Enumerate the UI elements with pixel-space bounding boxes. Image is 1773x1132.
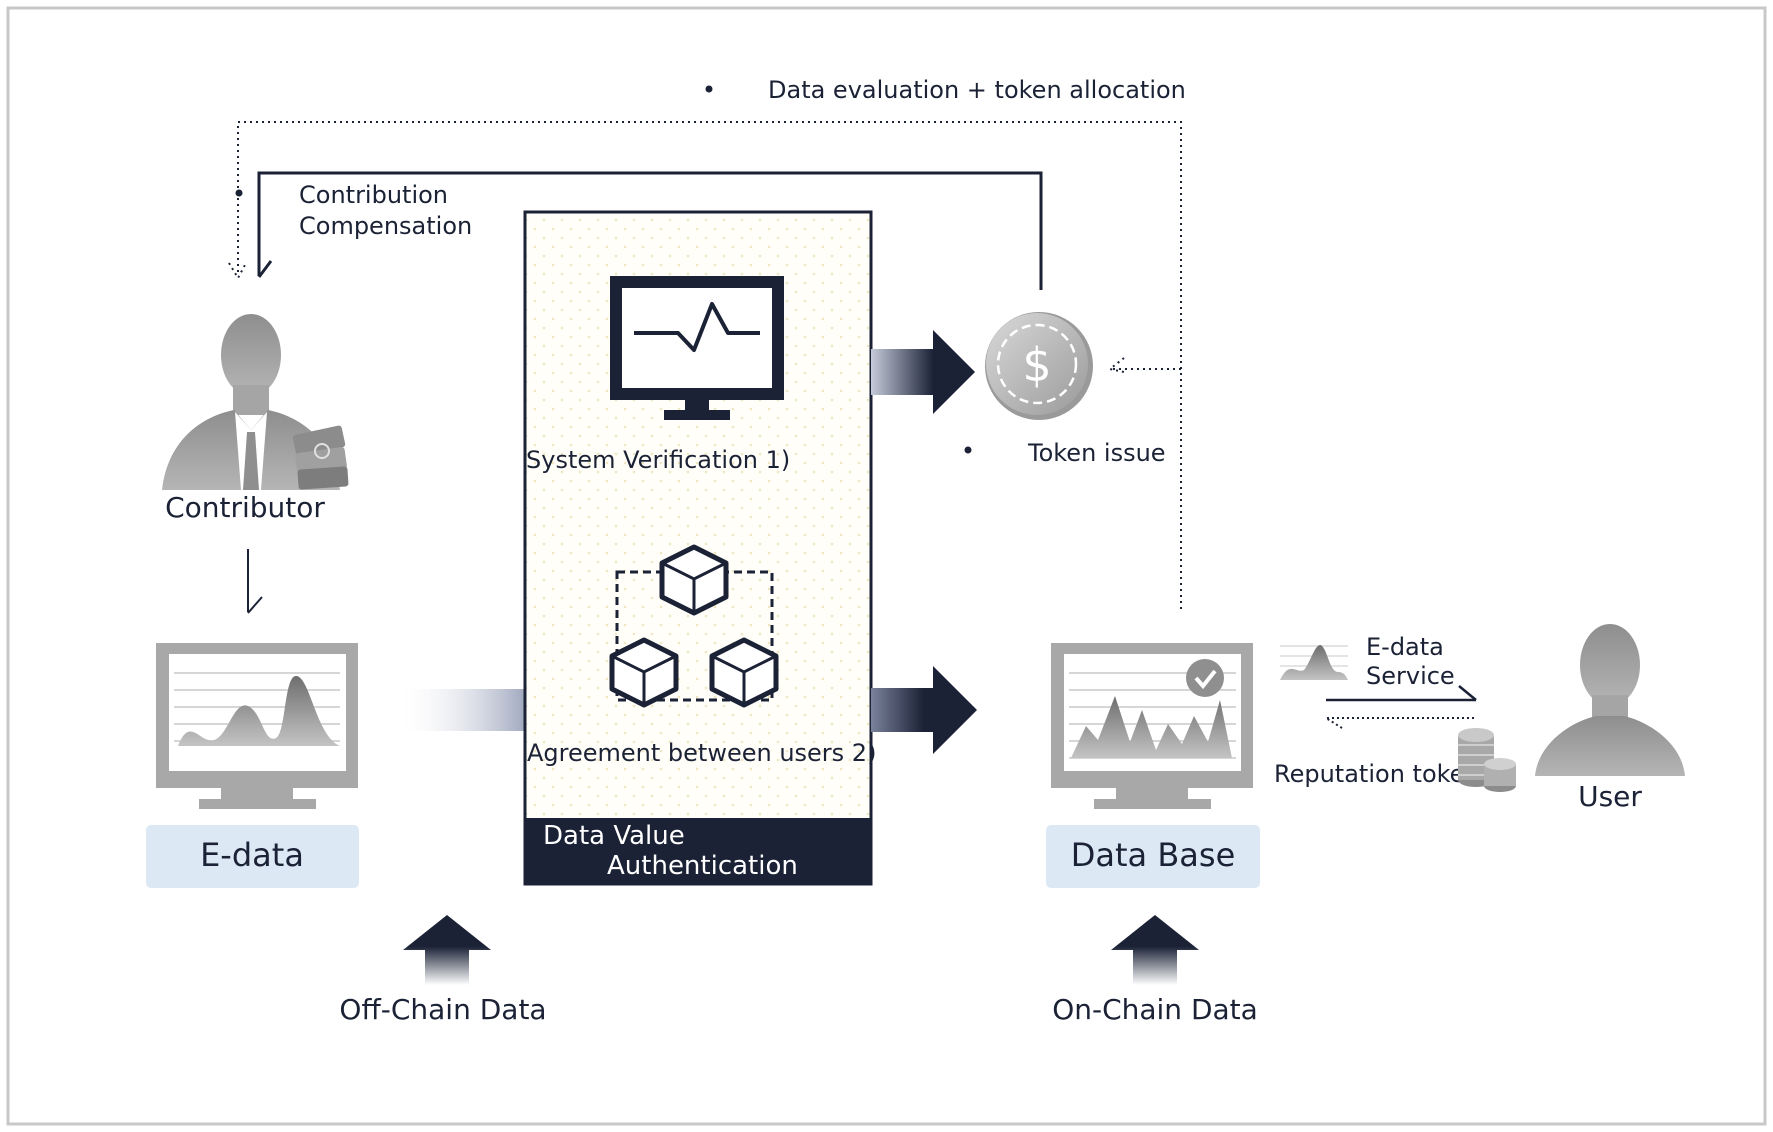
- edata-monitor-icon: [156, 643, 358, 809]
- contributor-to-edata-arrow: [247, 549, 263, 614]
- database-label-box: [1046, 825, 1260, 888]
- on-chain-up-arrow: [1111, 915, 1199, 985]
- database-monitor-icon: [1051, 643, 1253, 809]
- off-chain-up-arrow: [403, 915, 491, 985]
- contributor-person-icon: [162, 314, 340, 490]
- bullet-dot: [235, 189, 243, 197]
- database-label: Data Base: [1071, 836, 1236, 874]
- svg-text:$: $: [1022, 338, 1051, 392]
- feedback-loop-dotted: [228, 121, 1182, 609]
- money-stack-icon: [292, 425, 349, 490]
- on-chain-label: On-Chain Data: [1052, 993, 1258, 1026]
- edata-label: E-data: [200, 836, 304, 874]
- bullet-dot: [705, 85, 713, 93]
- data-evaluation-label: Data evaluation + token allocation: [768, 76, 1186, 104]
- system-verification-label: System Verification 1): [526, 446, 790, 474]
- reputation-token-label: Reputation toke: [1274, 760, 1464, 788]
- dollar-coin-icon: $: [985, 312, 1093, 420]
- contribution-compensation-label: Contribution Compensation: [299, 181, 472, 240]
- edata-label-box: [146, 825, 359, 888]
- user-label: User: [1578, 780, 1642, 813]
- mini-chart-icon: [1280, 645, 1348, 680]
- outer-frame: [6, 6, 1767, 1126]
- checkmark-icon: [1186, 659, 1224, 697]
- edata-flow-bar: [395, 689, 527, 731]
- verification-to-token-arrow: [871, 330, 975, 414]
- off-chain-label: Off-Chain Data: [339, 993, 546, 1026]
- monitor-pulse-icon: [610, 276, 784, 420]
- edata-service-label: E-data Service: [1366, 633, 1455, 690]
- agreement-label: Agreement between users 2): [527, 739, 876, 767]
- bullet-dot: [964, 446, 972, 454]
- user-person-icon: [1535, 624, 1685, 776]
- service-arrow: [1326, 685, 1477, 702]
- coin-stack-icon: [1458, 728, 1516, 792]
- agreement-to-database-arrow: [871, 666, 977, 754]
- reputation-arrow: [1325, 717, 1474, 729]
- data-value-authentication-label: Data Value Authentication: [543, 821, 798, 881]
- compensation-line: [257, 171, 1043, 290]
- contributor-label: Contributor: [165, 491, 325, 524]
- blockchain-cubes-icon: [609, 544, 779, 708]
- token-issue-label: Token issue: [1027, 439, 1166, 467]
